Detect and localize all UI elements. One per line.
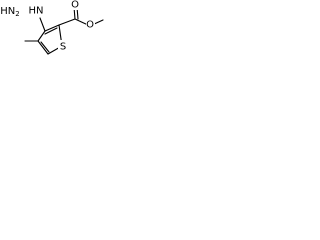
bond-c3-c2 [44,24,60,32]
hydrazino-bridge-label: HN [29,6,44,17]
hydrazino-text: HN [0,6,15,17]
double-bond-c3-c2-inner [44,27,58,35]
hydrazino-subscript: 2 [15,10,19,18]
bond-c3-nh [39,17,46,32]
sulfur-label-background [58,40,68,52]
ester-o-label-background [86,20,95,30]
thiophene-structure-diagram: HN2 HN S O O [0,0,104,55]
bond-c5-c4 [37,40,49,55]
bond-c2-carbonyl [58,18,76,26]
hydrazino-label-background [0,5,32,17]
bond-carbonyl-ester-o [74,18,89,26]
carbonyl-o-label-background [71,0,80,10]
bond-c4-c3 [37,30,46,42]
ring-sulfur-label: S [60,42,66,53]
ester-oxygen-label: O [86,20,94,31]
double-bond-c4-c5-inner [40,41,50,53]
hydrazino-nh2-label: HN2 [0,6,19,19]
carbonyl-oxygen-label: O [71,0,79,11]
